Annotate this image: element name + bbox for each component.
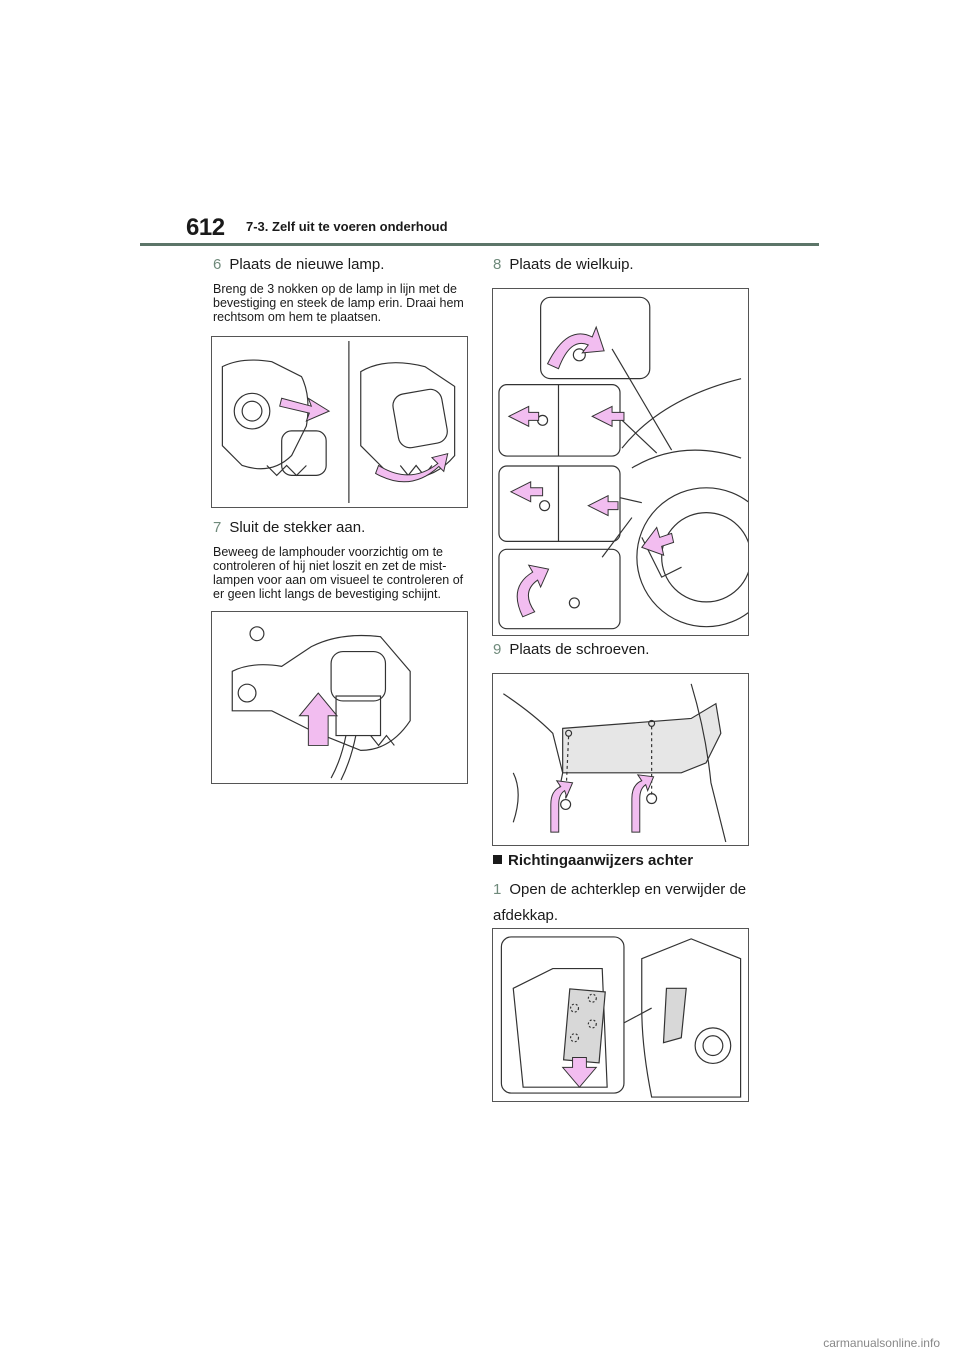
pull-down-arrow-icon xyxy=(561,1057,598,1088)
subheading-rear-turn-signals: Richtingaanwijzers achter xyxy=(493,852,693,869)
step-number: 1 xyxy=(493,881,502,898)
insert-arrow-icon xyxy=(641,526,675,557)
header-rule xyxy=(140,243,819,246)
hook-arrow-icon xyxy=(516,564,550,618)
screw-in-arrow-icon xyxy=(631,774,655,833)
screw-in-arrow-icon xyxy=(550,780,574,833)
section-title: 7-3. Zelf uit te voeren onderhoud xyxy=(246,219,448,234)
tailgate-cover-illustration xyxy=(500,936,742,1098)
left-arrow-icon xyxy=(509,481,544,503)
figure-screws xyxy=(492,673,749,846)
left-arrow-icon xyxy=(587,494,619,517)
figure-tailgate-cover xyxy=(492,928,749,1102)
left-arrow-icon xyxy=(507,405,540,428)
step-number: 7 xyxy=(213,519,222,536)
connector-illustration xyxy=(231,626,411,781)
step-number: 8 xyxy=(493,256,502,273)
screws-illustration xyxy=(503,683,727,843)
push-up-arrow-icon xyxy=(298,692,339,746)
figure-bulb-install xyxy=(211,336,468,508)
left-arrow-icon xyxy=(591,405,625,428)
watermark: carmanualsonline.info xyxy=(823,1336,940,1350)
rotate-clockwise-arrow-icon xyxy=(374,452,449,483)
insert-arrow-icon xyxy=(279,397,331,422)
square-bullet-icon xyxy=(493,855,502,864)
wheel-liner-illustration xyxy=(498,296,748,630)
bulb-install-illustration xyxy=(221,340,456,504)
step-number: 9 xyxy=(493,641,502,658)
figure-wheel-liner xyxy=(492,288,749,636)
step-6-description: Breng de 3 nokken op de lamp in lijn met… xyxy=(213,282,464,324)
figure-connector xyxy=(211,611,468,784)
step-number: 6 xyxy=(213,256,222,273)
page-number: 612 xyxy=(186,214,225,241)
step-7-description: Beweeg de lamphouder voorzichtig om te c… xyxy=(213,545,464,601)
hook-arrow-icon xyxy=(546,325,605,370)
